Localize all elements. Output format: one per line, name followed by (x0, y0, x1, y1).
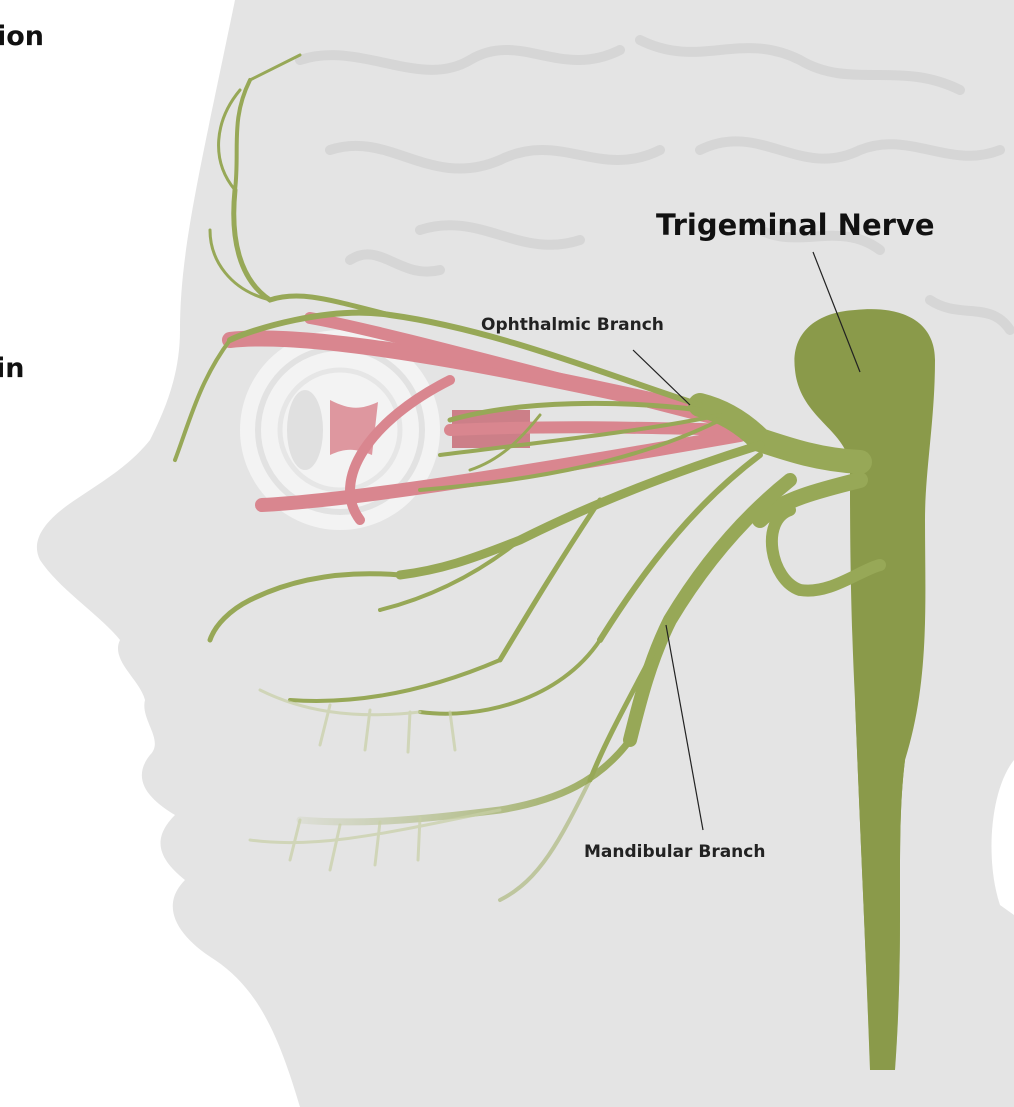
ophthalmic-branch-label: Ophthalmic Branch (481, 315, 664, 335)
diagram-title: Trigeminal Nerve (656, 208, 935, 242)
clipped-label-top: ion (0, 21, 44, 52)
mandibular-branch-label: Mandibular Branch (584, 842, 765, 862)
clipped-label-mid: in (0, 353, 24, 384)
